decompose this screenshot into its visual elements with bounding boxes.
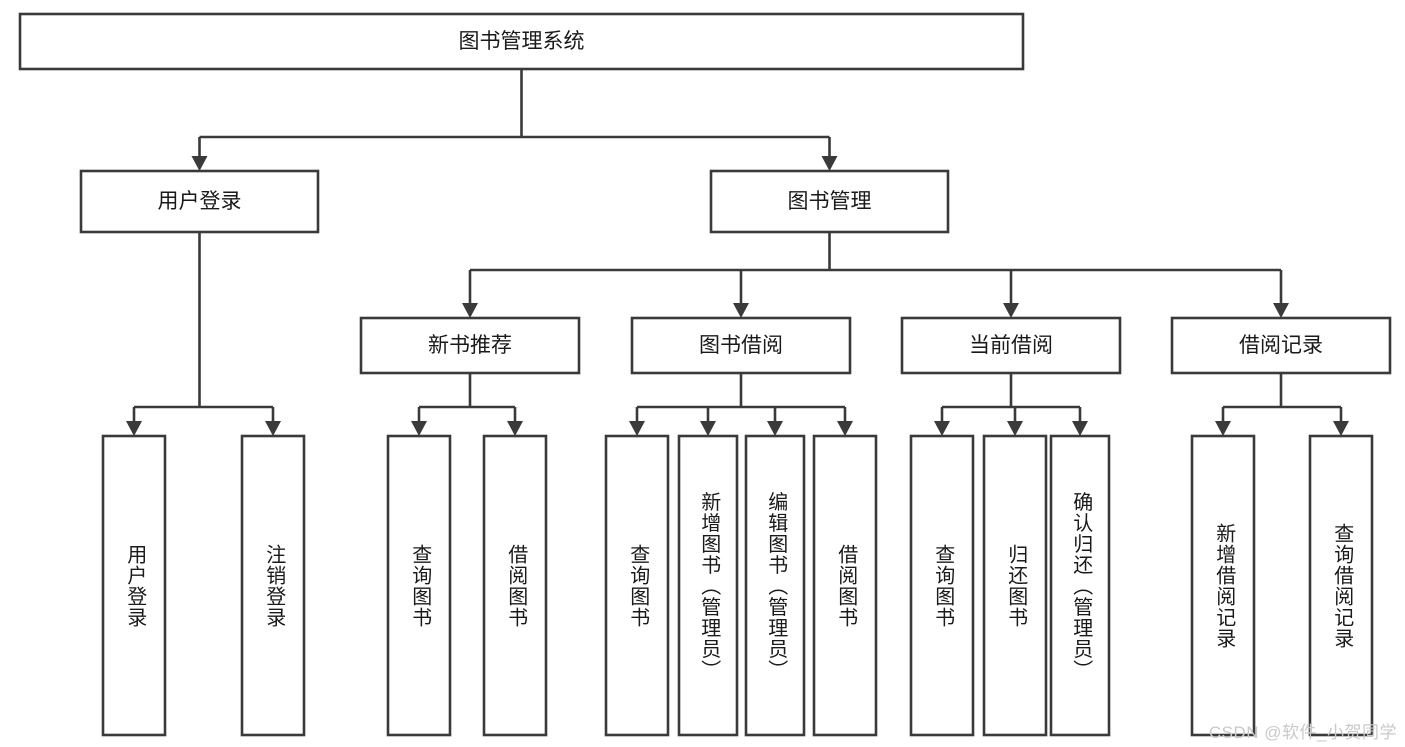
node-leaf-return-books[interactable]	[982, 434, 1048, 737]
node-book-management[interactable]	[709, 169, 950, 234]
node-label: 当前借阅	[969, 334, 1053, 357]
watermark: CSDN @软件_小贺同学	[1208, 723, 1397, 742]
node-new-book-recommend[interactable]	[359, 316, 581, 375]
arrow-head-icon	[1333, 421, 1349, 436]
arrow-head-icon	[837, 421, 853, 436]
node-leaf-query-record[interactable]	[1308, 434, 1374, 737]
node-leaf-edit-book[interactable]	[744, 434, 806, 737]
node-label: 图书管理系统	[459, 30, 585, 53]
node-leaf-borrow-books-1[interactable]	[482, 434, 548, 737]
node-borrow-records[interactable]	[1170, 316, 1392, 375]
arrow-head-icon	[934, 421, 950, 436]
arrow-head-icon	[821, 156, 838, 171]
node-user-login[interactable]	[79, 169, 320, 234]
arrow-head-icon	[700, 421, 716, 436]
node-leaf-query-books-3[interactable]	[909, 434, 975, 737]
node-leaf-borrow-books-2[interactable]	[812, 434, 878, 737]
box-layer	[18, 12, 1392, 737]
node-label: 新书推荐	[428, 334, 512, 357]
arrow-head-icon	[1003, 303, 1019, 318]
arrow-head-icon	[191, 156, 208, 171]
arrow-head-icon	[767, 421, 783, 436]
arrow-head-icon	[733, 303, 749, 318]
node-current-borrow[interactable]	[900, 316, 1122, 375]
arrow-head-icon	[265, 421, 281, 436]
node-leaf-query-books-1[interactable]	[386, 434, 452, 737]
arrow-head-icon	[411, 421, 427, 436]
node-label: 图书借阅	[699, 334, 783, 357]
node-label: 图书管理	[788, 190, 872, 213]
node-leaf-add-record[interactable]	[1190, 434, 1256, 737]
arrow-head-icon	[629, 421, 645, 436]
arrow-head-icon	[1273, 303, 1289, 318]
node-root-root[interactable]	[18, 12, 1025, 71]
arrow-head-icon	[507, 421, 523, 436]
node-leaf-query-books-2[interactable]	[604, 434, 670, 737]
node-leaf-user-login[interactable]	[101, 434, 167, 737]
arrow-head-icon	[1007, 421, 1023, 436]
node-leaf-logout[interactable]	[240, 434, 306, 737]
node-leaf-add-book[interactable]	[677, 434, 739, 737]
node-book-borrow[interactable]	[630, 316, 852, 375]
connector-layer	[126, 69, 1349, 436]
node-label: 借阅记录	[1239, 334, 1323, 357]
arrow-head-icon	[1072, 421, 1088, 436]
arrow-head-icon	[126, 421, 142, 436]
node-label: 用户登录	[158, 190, 242, 213]
node-leaf-confirm-return[interactable]	[1049, 434, 1111, 737]
arrow-head-icon	[1215, 421, 1231, 436]
arrow-head-icon	[462, 303, 478, 318]
